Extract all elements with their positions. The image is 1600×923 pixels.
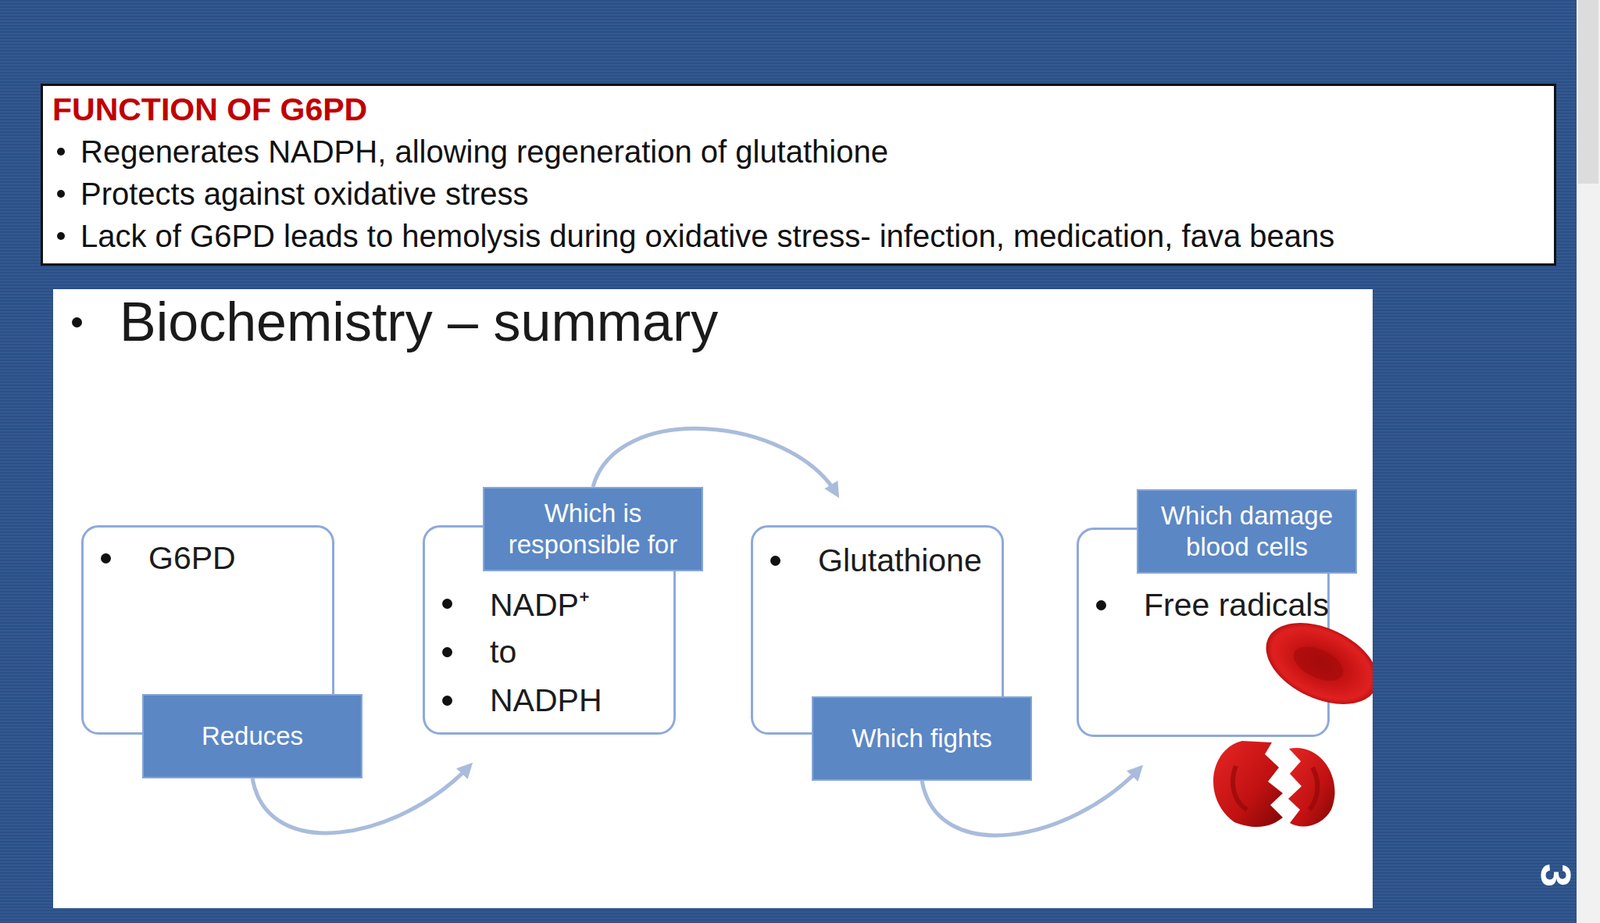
label-tab: Which is responsible for xyxy=(482,486,704,572)
text-row: Regenerates NADPH, allowing regeneration… xyxy=(52,130,1545,173)
bullet-text: NADP⁺ xyxy=(489,581,590,625)
bullet-dot xyxy=(71,317,83,328)
heading-text: FUNCTION OF G6PD xyxy=(52,91,368,129)
curved-arrow xyxy=(592,428,837,494)
bullet-text: Biochemistry – summary xyxy=(119,290,718,354)
text-row: Lack of G6PD leads to hemolysis during o… xyxy=(52,214,1545,258)
tab-label: Which fights xyxy=(851,722,993,754)
text-row: FUNCTION OF G6PD xyxy=(52,88,1545,131)
text-row: G6PD xyxy=(100,533,333,583)
bullet-dot xyxy=(442,695,453,706)
curved-arrow xyxy=(252,765,470,833)
bullet-text: Free radicals xyxy=(1143,586,1329,624)
cell-body xyxy=(1253,606,1373,721)
curved-arrow xyxy=(921,767,1140,836)
intact-cell xyxy=(1253,606,1373,721)
bullet-dot xyxy=(100,553,111,564)
tab-label: Reduces xyxy=(201,720,304,752)
label-tab: Which damage blood cells xyxy=(1136,489,1358,574)
bullet-dot xyxy=(57,147,65,156)
cell-shading xyxy=(1309,767,1318,810)
text-row: Free radicals xyxy=(1096,580,1328,629)
bullet-text: Regenerates NADPH, allowing regeneration… xyxy=(80,134,889,170)
cell-shading xyxy=(1232,765,1247,810)
process-box: GlutathioneWhich fights xyxy=(750,525,1004,735)
tab-label: Which damage blood cells xyxy=(1146,500,1348,563)
bullet-dot xyxy=(442,598,453,609)
text-row: Glutathione xyxy=(770,535,1002,585)
text-row: Biochemistry – summary xyxy=(71,290,1373,354)
bullet-dot xyxy=(770,555,781,566)
bullet-text: Lack of G6PD leads to hemolysis during o… xyxy=(80,218,1335,254)
bullet-text: Protects against oxidative stress xyxy=(80,176,529,212)
summary-panel: Biochemistry – summaryG6PDReducesNADP⁺to… xyxy=(53,289,1373,908)
broken-cell xyxy=(1213,740,1336,827)
function-box: FUNCTION OF G6PD Regenerates NADPH, allow… xyxy=(40,83,1557,266)
text-row: Protects against oxidative stress xyxy=(52,172,1545,215)
text-row: to xyxy=(442,627,674,676)
bullet-dot xyxy=(57,232,65,240)
label-tab: Which fights xyxy=(811,696,1033,781)
bullet-dot xyxy=(1096,600,1107,611)
process-box: NADP⁺toNADPHWhich is responsible for xyxy=(422,525,676,735)
scrollbar-thumb xyxy=(1578,0,1599,184)
bullet-dot xyxy=(57,189,65,198)
red-blood-cells xyxy=(1195,593,1373,829)
cell-fragment xyxy=(1213,740,1283,827)
text-row: NADP⁺ xyxy=(442,578,674,628)
bullet-dot xyxy=(442,646,453,658)
tab-label: Which is responsible for xyxy=(492,497,694,561)
process-box: G6PDReduces xyxy=(81,525,335,735)
bullet-text: to xyxy=(489,633,517,671)
bullet-text: G6PD xyxy=(148,539,236,577)
label-tab: Reduces xyxy=(142,693,363,779)
page-number: 3 xyxy=(1532,853,1580,897)
bullet-text: Glutathione xyxy=(817,542,983,579)
text-row: NADPH xyxy=(442,675,674,725)
cell-fragment xyxy=(1288,747,1336,826)
bullet-text: NADPH xyxy=(489,682,603,719)
cell-dimple xyxy=(1288,639,1349,687)
